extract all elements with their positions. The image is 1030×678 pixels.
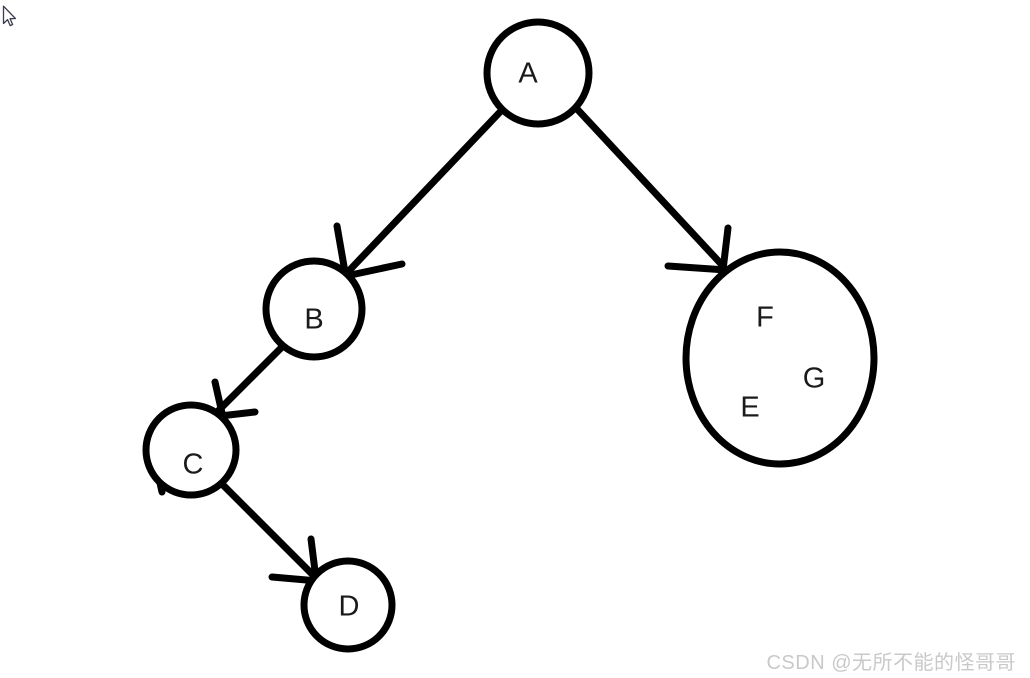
node-d[interactable]: [300, 557, 396, 653]
arrowhead-stroke: [216, 408, 259, 420]
arrowhead-to-c: [211, 378, 259, 420]
node-c[interactable]: [142, 401, 240, 499]
node-label-d: D: [339, 591, 360, 623]
nodes-group: [142, 18, 878, 653]
csdn-watermark: CSDN @无所不能的怪哥哥: [766, 652, 1016, 674]
edge-c-to-d: [218, 480, 318, 580]
node-group-fge[interactable]: [682, 248, 878, 468]
group-labels-group: F G E: [740, 302, 825, 424]
arrowheads-group: [211, 222, 732, 585]
arrowhead-to-fge: [664, 224, 732, 274]
node-b[interactable]: [262, 257, 366, 361]
arrowhead-stroke: [333, 222, 349, 276]
edges-group: [215, 106, 727, 580]
arrowhead-to-b: [333, 222, 406, 280]
node-label-b: B: [304, 304, 323, 336]
node-a[interactable]: [483, 18, 593, 128]
arrowhead-stroke: [342, 260, 406, 280]
edge-b-to-c: [215, 341, 288, 414]
edge-a-to-b: [340, 108, 504, 280]
group-label-e: E: [740, 392, 759, 424]
node-label-a: A: [518, 58, 538, 90]
node-labels-group: A B C D: [183, 58, 539, 623]
arrowhead-stroke: [664, 262, 730, 274]
group-label-f: F: [756, 302, 774, 334]
edge-a-to-fge: [574, 106, 727, 270]
node-label-c: C: [183, 449, 204, 481]
group-label-g: G: [803, 363, 826, 395]
stray-stroke-near-c: [156, 479, 166, 496]
arrowhead-stroke: [719, 224, 732, 274]
arrowhead-stroke: [211, 378, 226, 417]
